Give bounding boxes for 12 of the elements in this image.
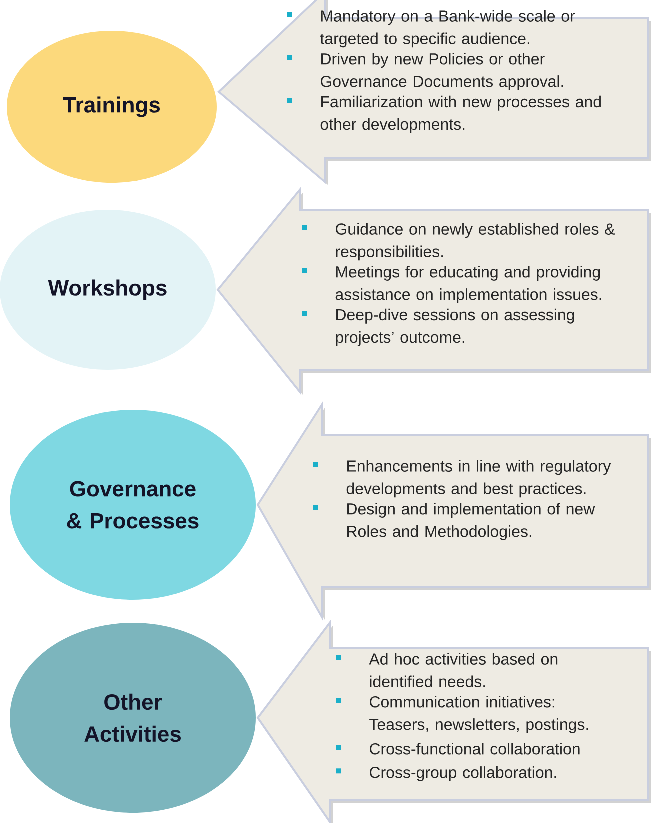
bullet-text: Guidance on newly established roles & responsibilities. (336, 223, 616, 261)
bullet-text: Design and implementation of new Roles and Methodologies. (348, 503, 596, 540)
bullet-text: Meetings for educating and providing assistance on implementation issues. (336, 266, 602, 304)
bullet-text: Familiarization with new processes and other developments. (320, 96, 601, 134)
bullet-text: Mandatory on a Bank-wide scale or targeted to specific audience. (320, 10, 576, 48)
bullet-text: Ad hoc activities based on identified needs. (369, 653, 558, 688)
bullet-text: Driven by new Policies or other Governance Documents approval. (321, 53, 564, 90)
bullet-text: Cross-functional collaboration (370, 743, 580, 755)
bullet-text: Communication initiatives: Teasers, newsletters, postings. (370, 696, 588, 734)
bullet-text: Deep-dive sessions on assessing projects’ outcome. (336, 308, 574, 346)
bullet-text: Cross-group collaboration. (370, 766, 556, 782)
bullet-text: Enhancements in line with regulatory developments and best practices. (346, 460, 612, 498)
